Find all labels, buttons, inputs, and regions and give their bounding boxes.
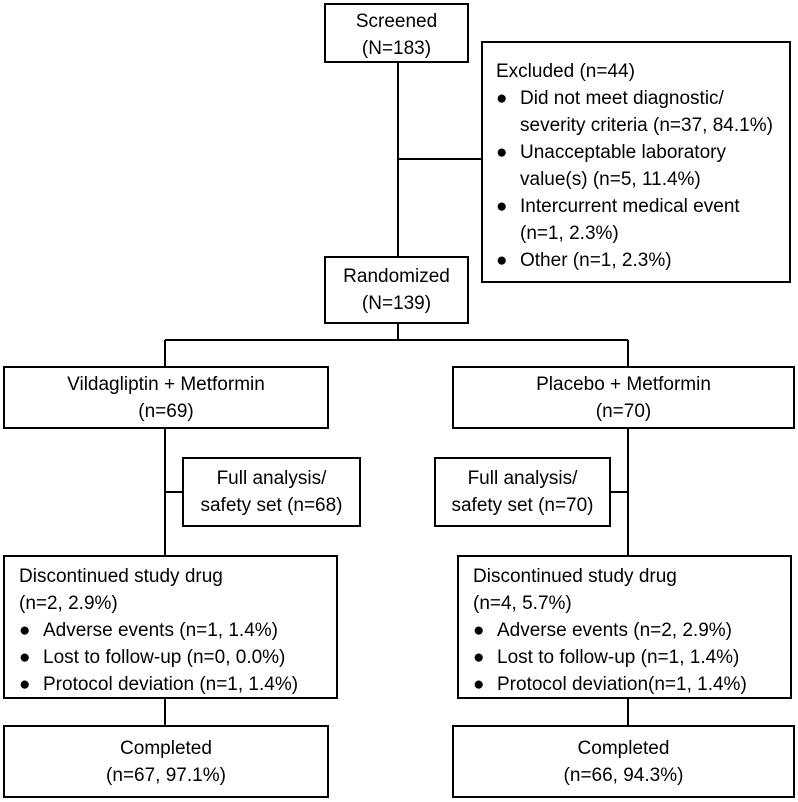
- excluded-box: Excluded (n=44) ● Did not meet diagnosti…: [481, 41, 791, 283]
- arm-box-vildagliptin: Vildagliptin + Metformin (n=69): [3, 366, 329, 429]
- discontinued-item-label: Protocol deviation(n=1, 1.4%): [497, 674, 747, 695]
- excluded-item: ● Other (n=1, 2.3%): [496, 247, 789, 274]
- discontinued-title: Discontinued study drug: [19, 566, 223, 587]
- discontinued-item-label: Protocol deviation (n=1, 1.4%): [43, 674, 299, 695]
- arm-box-placebo: Placebo + Metformin (n=70): [452, 366, 795, 429]
- excluded-item: ● Unacceptable laboratory value(s) (n=5,…: [496, 139, 789, 193]
- discontinued-box-vildagliptin: Discontinued study drug (n=2, 2.9%) ● Ad…: [3, 555, 338, 699]
- discontinued-item-label: Lost to follow-up (n=1, 1.4%): [497, 647, 740, 668]
- excluded-item-line: Intercurrent medical event: [520, 196, 740, 217]
- excluded-item: ● Did not meet diagnostic/ severity crit…: [496, 85, 789, 139]
- discontinued-count: (n=2, 2.9%): [19, 593, 118, 614]
- randomized-box: Randomized (N=139): [324, 256, 469, 324]
- completed-title: Completed: [120, 738, 212, 759]
- discontinued-item-label: Adverse events (n=1, 1.4%): [43, 620, 278, 641]
- bullet-icon: ●: [19, 647, 31, 668]
- excluded-item-line: Unacceptable laboratory: [520, 142, 726, 163]
- analysis-line: safety set (n=70): [451, 495, 594, 516]
- bullet-icon: ●: [473, 647, 485, 668]
- discontinued-item: ● Protocol deviation (n=1, 1.4%): [19, 671, 336, 698]
- screened-title: Screened: [355, 11, 438, 32]
- excluded-item-line: Did not meet diagnostic/: [520, 88, 724, 109]
- screened-box: Screened (N=183): [324, 3, 469, 63]
- arm-count: (n=70): [595, 401, 652, 422]
- bullet-icon: ●: [496, 142, 508, 163]
- discontinued-item: ● Protocol deviation(n=1, 1.4%): [473, 671, 790, 698]
- arm-name: Placebo + Metformin: [536, 374, 711, 395]
- arm-name: Vildagliptin + Metformin: [67, 374, 265, 395]
- bullet-icon: ●: [19, 674, 31, 695]
- analysis-line: safety set (n=68): [200, 495, 343, 516]
- completed-count: (n=67, 97.1%): [106, 765, 226, 786]
- randomized-title: Randomized: [343, 266, 450, 287]
- bullet-icon: ●: [496, 250, 508, 271]
- excluded-item-line: value(s) (n=5, 11.4%): [520, 169, 701, 190]
- discontinued-item: ● Lost to follow-up (n=0, 0.0%): [19, 644, 336, 671]
- analysis-box-placebo: Full analysis/ safety set (n=70): [434, 457, 611, 527]
- analysis-line: Full analysis/: [216, 468, 327, 489]
- completed-box-vildagliptin: Completed (n=67, 97.1%): [3, 725, 329, 798]
- discontinued-item: ● Lost to follow-up (n=1, 1.4%): [473, 644, 790, 671]
- discontinued-count: (n=4, 5.7%): [473, 593, 572, 614]
- arm-count: (n=69): [138, 401, 194, 422]
- excluded-item-line: (n=1, 2.3%): [520, 223, 619, 244]
- randomized-count: (N=139): [361, 293, 432, 314]
- screened-count: (N=183): [361, 38, 432, 59]
- excluded-title: Excluded (n=44): [496, 61, 635, 82]
- bullet-icon: ●: [473, 620, 485, 641]
- bullet-icon: ●: [496, 196, 508, 217]
- discontinued-title: Discontinued study drug: [473, 566, 677, 587]
- analysis-line: Full analysis/: [467, 468, 578, 489]
- discontinued-box-placebo: Discontinued study drug (n=4, 5.7%) ● Ad…: [457, 555, 792, 699]
- discontinued-item-label: Adverse events (n=2, 2.9%): [497, 620, 732, 641]
- discontinued-item: ● Adverse events (n=1, 1.4%): [19, 617, 336, 644]
- completed-count: (n=66, 94.3%): [563, 765, 684, 786]
- excluded-item-line: severity criteria (n=37, 84.1%): [520, 115, 773, 136]
- bullet-icon: ●: [496, 88, 508, 109]
- discontinued-item: ● Adverse events (n=2, 2.9%): [473, 617, 790, 644]
- bullet-icon: ●: [473, 674, 485, 695]
- excluded-item-line: Other (n=1, 2.3%): [520, 250, 672, 271]
- analysis-box-vildagliptin: Full analysis/ safety set (n=68): [182, 457, 361, 527]
- bullet-icon: ●: [19, 620, 31, 641]
- completed-box-placebo: Completed (n=66, 94.3%): [452, 725, 795, 798]
- discontinued-item-label: Lost to follow-up (n=0, 0.0%): [43, 647, 286, 668]
- excluded-item: ● Intercurrent medical event (n=1, 2.3%): [496, 193, 789, 247]
- completed-title: Completed: [577, 738, 670, 759]
